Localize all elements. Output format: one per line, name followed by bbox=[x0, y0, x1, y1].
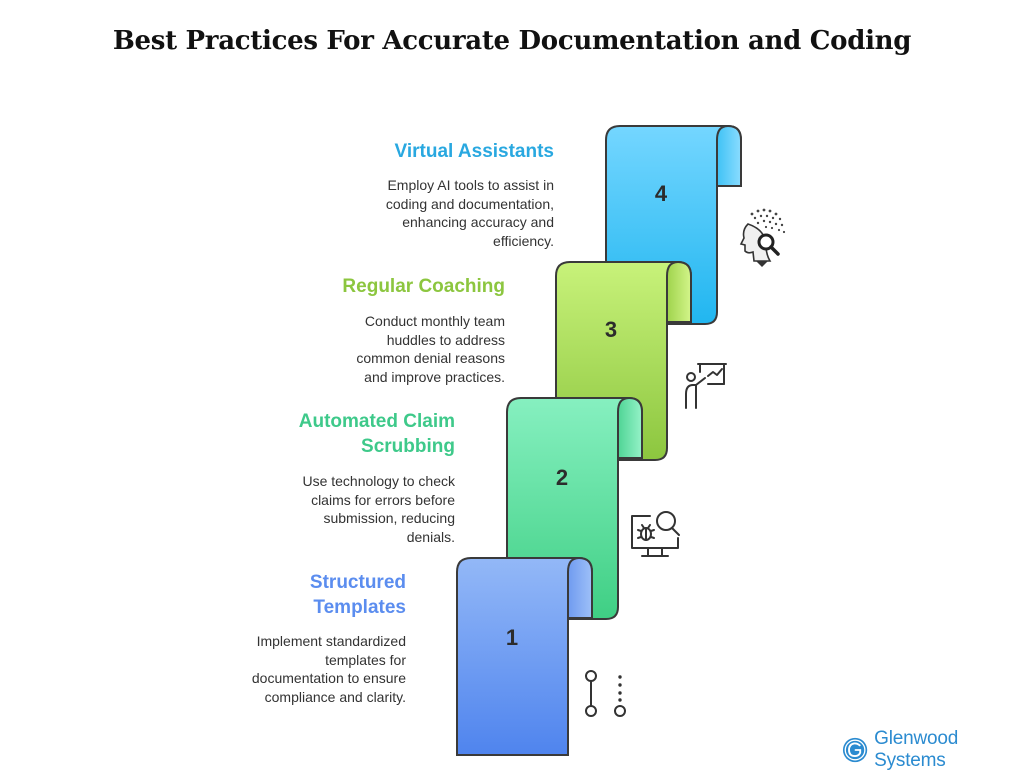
presenter-icon bbox=[685, 363, 727, 409]
glenwood-logo-icon bbox=[842, 737, 868, 763]
step-1-scroll bbox=[456, 556, 593, 756]
step-4-heading: Virtual Assistants bbox=[394, 141, 554, 162]
step-3-heading: Regular Coaching bbox=[342, 276, 505, 297]
brand-logo: Glenwood Systems bbox=[842, 728, 1024, 771]
step-3-description: Conduct monthly team huddles to address … bbox=[356, 313, 505, 385]
step-2-number: 2 bbox=[556, 465, 568, 490]
step-4-number: 4 bbox=[655, 181, 668, 206]
step-2-description: Use technology to check claims for error… bbox=[302, 473, 455, 545]
brand-name: Glenwood Systems bbox=[874, 728, 959, 771]
bug-search-icon bbox=[631, 511, 680, 557]
page-title: Best Practices For Accurate Documentatio… bbox=[112, 26, 912, 56]
step-1-description: Implement standardized templates for doc… bbox=[251, 633, 406, 705]
step-1-heading: Structured Templates bbox=[309, 572, 406, 618]
step-2-heading: Automated Claim Scrubbing bbox=[298, 411, 455, 457]
workflow-icon bbox=[585, 670, 626, 717]
step-1-number: 1 bbox=[506, 625, 518, 650]
step-3-number: 3 bbox=[605, 317, 617, 342]
step-4-description: Employ AI tools to assist in coding and … bbox=[385, 177, 554, 249]
ai-head-icon bbox=[739, 208, 786, 267]
